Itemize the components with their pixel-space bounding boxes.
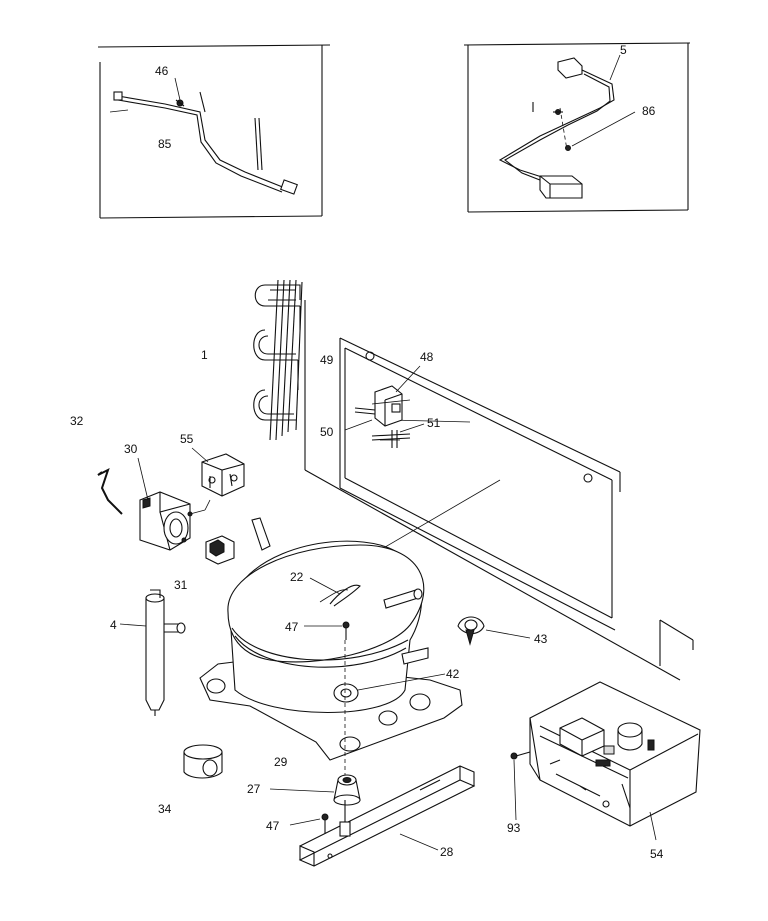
wire-32 [97, 468, 123, 515]
inset-harness-5 [463, 42, 691, 213]
compressor-29 [199, 517, 463, 800]
callout-labels: 46 85 5 86 1 49 48 50 51 32 30 55 31 22 … [70, 43, 664, 861]
control-box-54 [529, 681, 701, 827]
callout-47-lower: 47 [266, 819, 280, 833]
callout-93: 93 [507, 821, 521, 835]
callout-34: 34 [158, 802, 172, 816]
part-34 [183, 744, 223, 779]
leader-lines [119, 54, 657, 851]
callout-31: 31 [174, 578, 188, 592]
connector-31 [205, 535, 235, 565]
inset-harness-85 [97, 44, 331, 219]
screw-47-upper [342, 621, 350, 640]
callout-42: 42 [446, 667, 460, 681]
callout-28: 28 [440, 845, 454, 859]
callout-4: 4 [110, 618, 117, 632]
callout-51: 51 [427, 416, 441, 430]
relay-55 [201, 453, 245, 497]
valve-assembly [354, 385, 411, 448]
callout-50: 50 [320, 425, 334, 439]
callout-47-upper: 47 [285, 620, 299, 634]
callout-86: 86 [642, 104, 656, 118]
callout-22: 22 [290, 570, 304, 584]
callout-5: 5 [620, 43, 627, 57]
condenser-coil [253, 279, 303, 441]
callout-29: 29 [274, 755, 288, 769]
clip-43 [457, 616, 485, 646]
cabinet-rear [304, 300, 694, 681]
callout-1: 1 [201, 348, 208, 362]
callout-32: 32 [70, 414, 84, 428]
callout-46: 46 [155, 64, 169, 78]
callout-49: 49 [320, 353, 334, 367]
relay-30 [139, 491, 211, 551]
callout-27: 27 [247, 782, 261, 796]
callout-55: 55 [180, 432, 194, 446]
screw-47-lower [321, 813, 329, 834]
callout-30: 30 [124, 442, 138, 456]
callout-85: 85 [158, 137, 172, 151]
callout-54: 54 [650, 847, 664, 861]
callout-43: 43 [534, 632, 548, 646]
bracket-28 [298, 765, 476, 867]
callout-48: 48 [420, 350, 434, 364]
screw-93 [510, 751, 531, 760]
drier-4 [145, 589, 186, 716]
grommet-27 [333, 774, 361, 806]
